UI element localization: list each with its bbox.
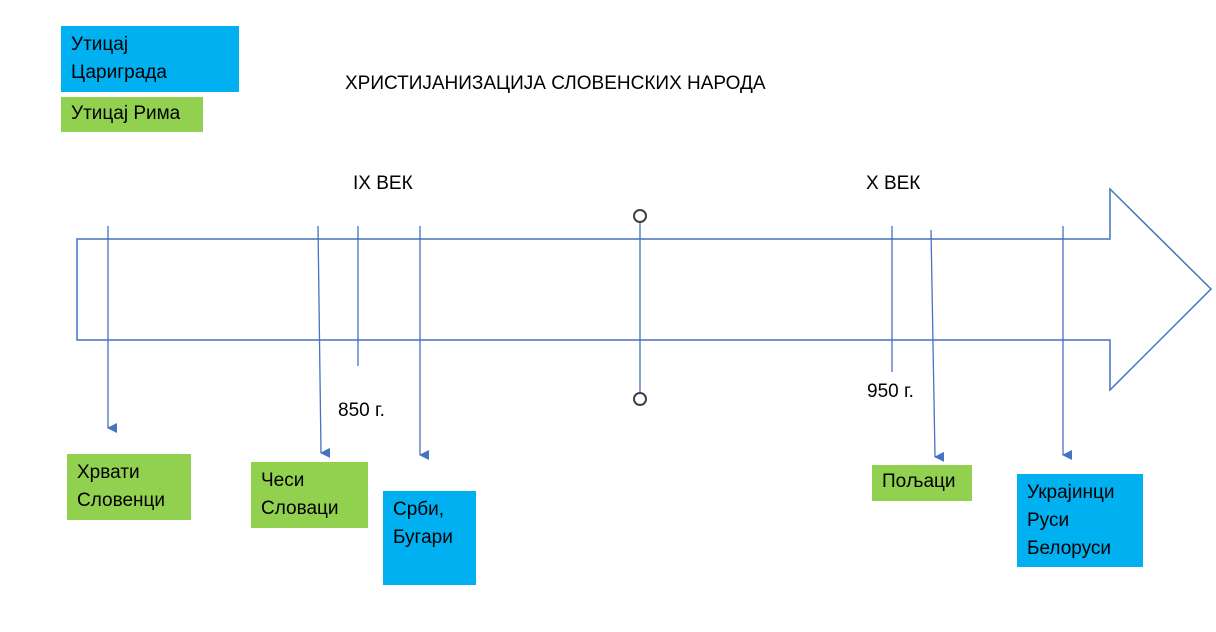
timeline-arrow xyxy=(76,187,1213,392)
people-ukrainians: Украјинци Руси Белоруси xyxy=(1017,474,1143,567)
divider-top-node xyxy=(633,209,647,223)
century-label-tenth: X ВЕК xyxy=(866,173,921,194)
people-serbs: Срби, Бугари xyxy=(383,491,476,585)
arrow-czechs xyxy=(317,225,331,458)
people-poles: Пољаци xyxy=(872,465,972,501)
legend-rome: Утицај Рима xyxy=(61,97,203,132)
year-label-850: 850 г. xyxy=(338,400,385,421)
people-croats: Хрвати Словенци xyxy=(67,454,191,520)
divider-bottom-node xyxy=(633,392,647,406)
century-label-ninth: IX ВЕК xyxy=(353,173,413,194)
people-czechs: Чеси Словаци xyxy=(251,462,368,528)
diagram-title: ХРИСТИЈАНИЗАЦИЈА СЛОВЕНСКИХ НАРОДА xyxy=(345,73,766,94)
legend-constantinople: Утицај Цариграда xyxy=(61,26,239,92)
year-label-950: 950 г. xyxy=(867,381,914,402)
arrow-poles xyxy=(930,229,945,462)
